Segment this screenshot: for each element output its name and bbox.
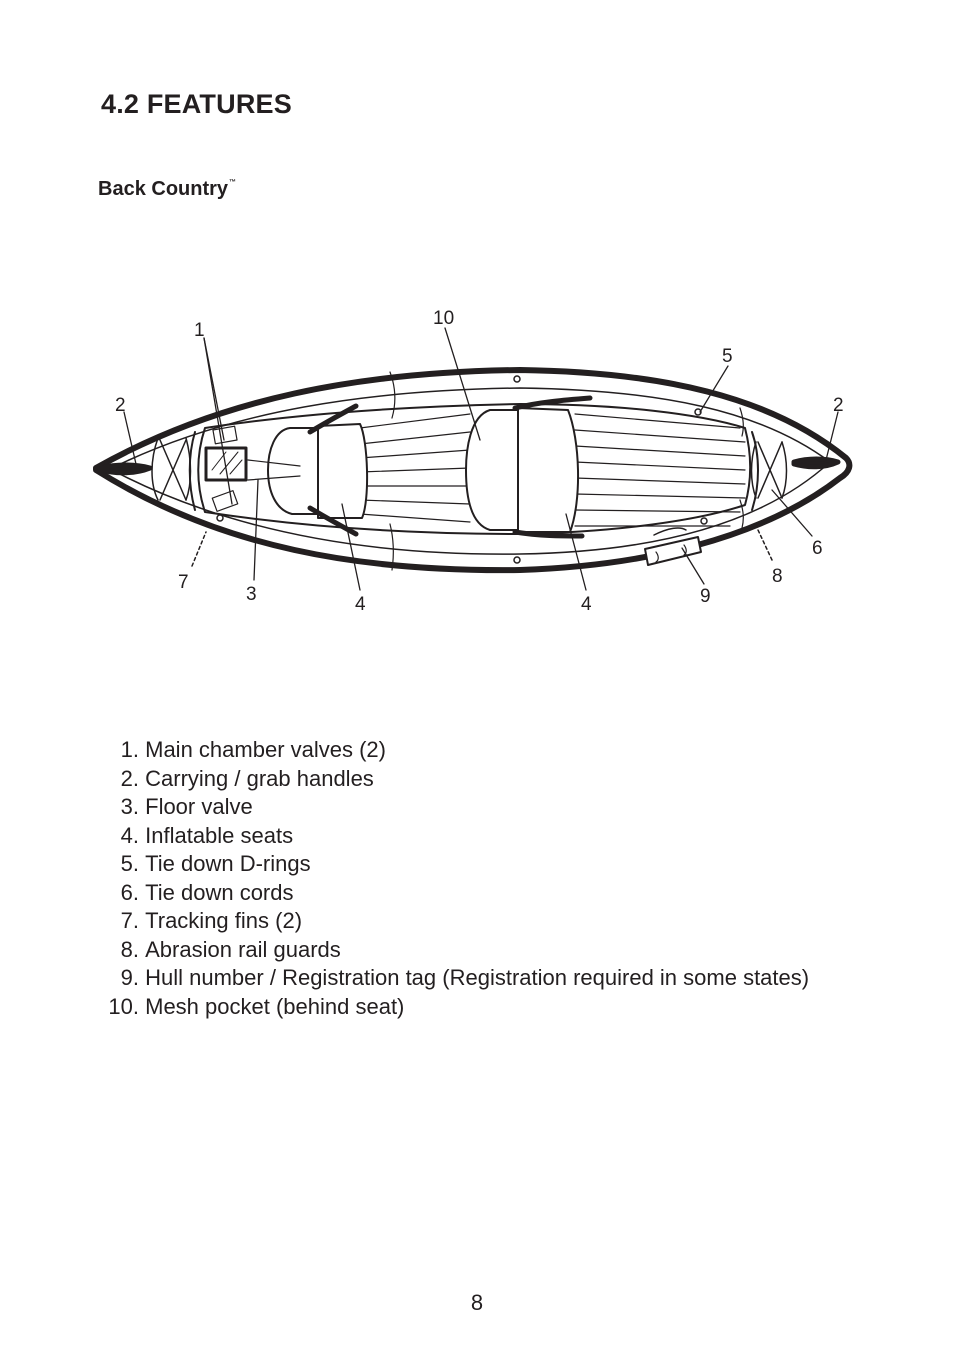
trademark-symbol: ™ [229, 179, 237, 186]
callout-2-stern: 2 [833, 395, 844, 416]
list-item-label: Floor valve [145, 794, 253, 819]
list-item: 9. Hull number / Registration tag (Regis… [96, 964, 809, 993]
list-item-label: Abrasion rail guards [145, 936, 341, 962]
section-title: 4.2 FEATURES [101, 89, 292, 119]
cockpit-rim [197, 403, 752, 535]
callout-8: 8 [772, 566, 783, 587]
list-item: 1. Main chamber valves (2) [96, 736, 809, 765]
list-item-number: 3. [120, 794, 139, 819]
front-seat-graphic [267, 423, 369, 519]
callout-7: 7 [178, 572, 189, 593]
callout-leaders [123, 327, 839, 591]
list-item-number: 6. [120, 879, 139, 905]
mesh-pocket-front [204, 446, 248, 482]
callout-3: 3 [246, 584, 257, 605]
callout-10: 10 [433, 308, 454, 329]
features-list: 1. Main chamber valves (2) 2. Carrying /… [96, 736, 809, 1021]
kayak-diagram: 1 2 2 3 4 4 5 6 7 8 9 10 [0, 290, 954, 630]
registration-tag [644, 536, 702, 566]
callout-9: 9 [700, 586, 711, 607]
page-number: 8 [470, 1290, 484, 1315]
list-item: 7. Tracking fins (2) [96, 907, 809, 936]
list-item: 6. Tie down cords [96, 879, 809, 908]
list-item-label: Inflatable seats [145, 822, 294, 848]
list-item: 3. Floor valve [96, 793, 809, 822]
list-item: 8. Abrasion rail guards [96, 936, 809, 965]
list-item-label: Tie down D-rings [145, 851, 311, 876]
callout-4-front: 4 [355, 594, 366, 615]
list-item: 2. Carrying / grab handles [96, 765, 809, 794]
list-item-label: Tie down cords [145, 879, 294, 905]
callout-1: 1 [194, 320, 205, 341]
list-item-number: 1. [120, 737, 139, 762]
callout-5: 5 [722, 346, 733, 367]
list-item-number: 7. [120, 908, 139, 933]
hull-outline [93, 367, 853, 574]
callout-6: 6 [812, 538, 823, 559]
list-item: 10. Mesh pocket (behind seat) [96, 993, 809, 1022]
list-item-label: Mesh pocket (behind seat) [145, 993, 405, 1019]
rear-seat-graphic [465, 407, 579, 533]
carry-handle-stern [791, 456, 841, 470]
callout-4-rear: 4 [581, 594, 592, 615]
list-item: 5. Tie down D-rings [96, 850, 809, 879]
callout-numbers: 1 2 2 3 4 4 5 6 7 8 9 10 [115, 308, 844, 615]
list-item-label: Carrying / grab handles [145, 765, 374, 791]
list-item-label: Tracking fins (2) [145, 908, 303, 933]
list-item: 4. Inflatable seats [96, 822, 809, 851]
carry-handle-bow [99, 462, 153, 476]
model-name: Back Country™ [98, 178, 236, 201]
model-name-text: Back Country [98, 178, 229, 200]
list-item-number: 5. [120, 851, 139, 876]
list-item-label: Main chamber valves (2) [145, 737, 386, 762]
floor-chambers [359, 413, 746, 527]
kayak-illustration: 1 2 2 3 4 4 5 6 7 8 9 10 [93, 308, 853, 615]
list-item-label: Hull number / Registration tag (Registra… [145, 965, 810, 990]
list-item-number: 4. [120, 822, 139, 848]
list-item-number: 2. [120, 765, 139, 791]
list-item-number: 10. [108, 993, 139, 1019]
callout-2-bow: 2 [115, 395, 126, 416]
list-item-number: 9. [120, 965, 139, 990]
list-item-number: 8. [120, 936, 139, 962]
